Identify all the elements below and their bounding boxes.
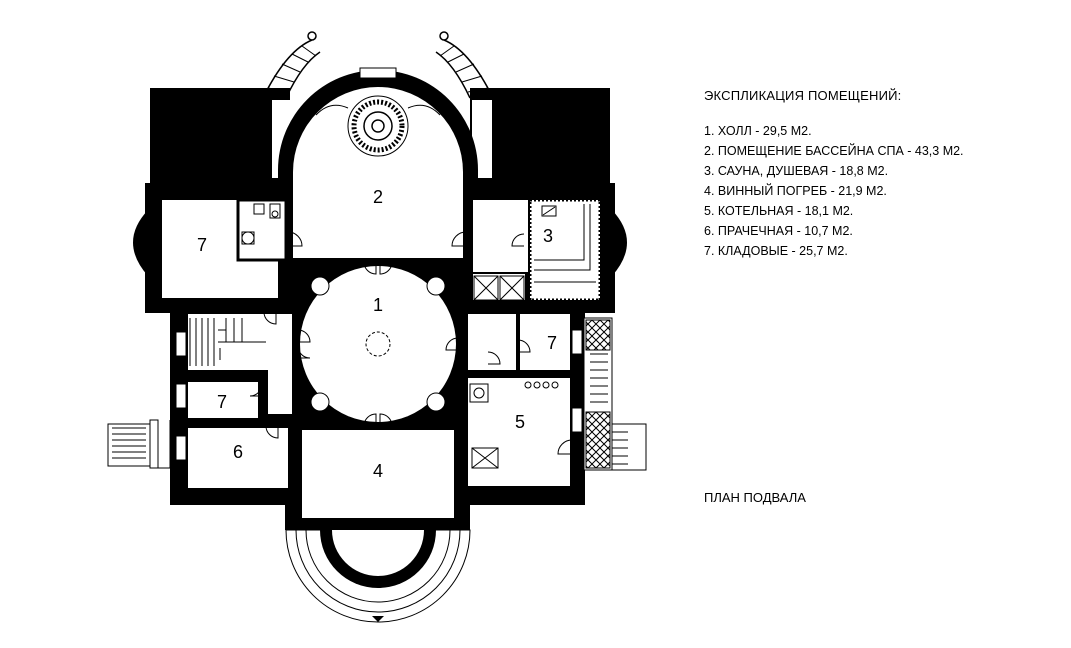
boiler-equipment xyxy=(469,381,559,469)
shower-stalls xyxy=(473,275,525,301)
left-bay xyxy=(133,210,148,276)
wc-fixtures xyxy=(241,203,281,245)
legend-item: 3. САУНА, ДУШЕВАЯ - 18,8 М2. xyxy=(704,164,889,178)
legend-item: 2. ПОМЕЩЕНИЕ БАССЕЙНА СПА - 43,3 М2. xyxy=(704,144,964,158)
room-label-wine-cellar: 4 xyxy=(373,461,383,481)
legend-item: 6. ПРАЧЕЧНАЯ - 10,7 М2. xyxy=(704,224,853,238)
hall-columns xyxy=(310,276,446,412)
doors xyxy=(249,231,573,455)
room-label-storage-right: 7 xyxy=(547,333,557,353)
plan-caption: ПЛАН ПОДВАЛА xyxy=(704,490,806,505)
room-label-boiler: 5 xyxy=(515,412,525,432)
windows xyxy=(175,329,583,461)
room-label-hall: 1 xyxy=(373,295,383,315)
top-right-stair xyxy=(435,31,491,99)
top-left-wing xyxy=(150,88,292,188)
floor-plan: 2 1 3 4 5 6 7 7 7 xyxy=(107,31,647,623)
legend-item: 7. КЛАДОВЫЕ - 25,7 М2. xyxy=(704,244,848,258)
right-bay xyxy=(612,210,627,276)
room-label-storage-left-mid: 7 xyxy=(217,392,227,412)
room-label-storage-left-top: 7 xyxy=(197,235,207,255)
legend-item: 1. ХОЛЛ - 29,5 М2. xyxy=(704,124,812,138)
room-label-pool: 2 xyxy=(373,187,383,207)
legend: ЭКСПЛИКАЦИЯ ПОМЕЩЕНИЙ: 1. ХОЛЛ - 29,5 М2… xyxy=(704,88,1044,261)
right-external-stair xyxy=(583,317,647,471)
top-right-wing xyxy=(470,88,610,188)
room-interiors xyxy=(162,183,600,518)
internal-stair xyxy=(189,318,266,366)
bottom-apse xyxy=(285,520,471,623)
legend-item: 4. ВИННЫЙ ПОГРЕБ - 21,9 М2. xyxy=(704,184,887,198)
room-label-sauna: 3 xyxy=(543,226,553,246)
legend-list: 1. ХОЛЛ - 29,5 М2. 2. ПОМЕЩЕНИЕ БАССЕЙНА… xyxy=(704,121,1044,261)
legend-title: ЭКСПЛИКАЦИЯ ПОМЕЩЕНИЙ: xyxy=(704,88,902,103)
top-left-stair xyxy=(265,31,321,99)
left-external-stair xyxy=(107,419,171,469)
room-label-laundry: 6 xyxy=(233,442,243,462)
legend-item: 5. КОТЕЛЬНАЯ - 18,1 М2. xyxy=(704,204,854,218)
pool-fountain-icon xyxy=(347,95,409,157)
sauna-benches xyxy=(528,198,602,302)
